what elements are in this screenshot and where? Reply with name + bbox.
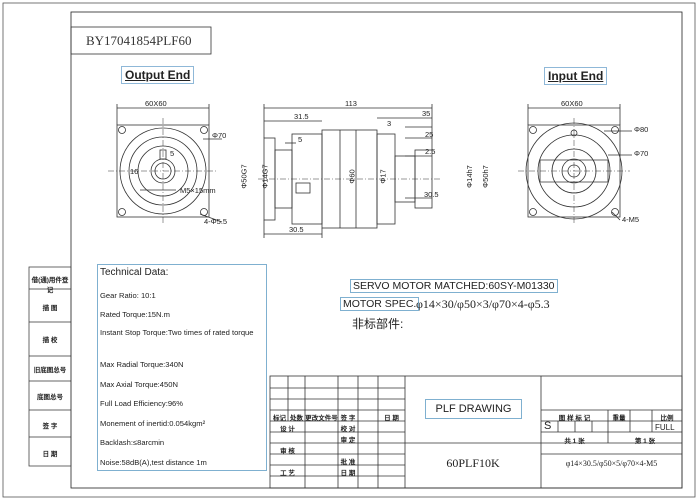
- left-label-trace: 描 图: [42, 305, 58, 312]
- model-spec: φ14×30.5/φ50×5/φ70×4-M5: [565, 459, 658, 468]
- rev-header-file: 更改文件号: [305, 415, 338, 422]
- tech-item-inertia: Monement of inertid:0.054kgm²: [100, 419, 206, 428]
- output-end-title: Output End: [121, 66, 195, 84]
- non-standard-note: 非标部件:: [352, 317, 404, 331]
- output-dim-width: 60X60: [145, 99, 167, 108]
- left-label-date: 日 期: [42, 451, 58, 458]
- input-end-title: Input End: [544, 67, 608, 85]
- side-dim-d14h7: Φ14h7: [464, 165, 474, 188]
- tech-item-noise: Noise:58dB(A),test distance 1m: [100, 458, 207, 467]
- output-dim-pcd: Φ70: [212, 131, 227, 140]
- side-dim-2-5: 2.5: [425, 147, 436, 156]
- role-date: 日 期: [340, 470, 356, 477]
- role-process: 工 艺: [280, 470, 295, 477]
- input-end-view: [518, 104, 632, 225]
- output-end-view: [108, 104, 223, 225]
- role-approve: 审 定: [340, 437, 356, 444]
- side-dim-d14g7: Φ14G7: [260, 164, 270, 189]
- tech-item-backlash: Backlash:≤8arcmin: [100, 438, 165, 447]
- left-label-borrowed: 借(通)用件登记: [31, 277, 69, 294]
- side-dim-d17: Φ17: [378, 169, 388, 184]
- side-dim-5: 5: [298, 135, 303, 144]
- rev-header-sign: 签 字: [340, 415, 356, 422]
- side-dim-d60: Φ60: [347, 169, 357, 184]
- scale-header: 比例: [660, 415, 674, 422]
- tech-item-gear-ratio: Gear Ratio: 10:1: [100, 291, 156, 300]
- motor-spec-label: MOTOR SPEC.: [340, 297, 420, 311]
- input-dim-m5: 4-M5: [622, 215, 640, 224]
- role-design: 设 计: [280, 426, 295, 433]
- tech-item-stop-torque: Instant Stop Torque:Two times of rated t…: [100, 328, 254, 337]
- side-dim-35: 35: [422, 109, 431, 118]
- side-dim-25: 25: [425, 130, 434, 139]
- role-review: 审 核: [280, 448, 295, 455]
- role-ratify: 批 准: [340, 459, 356, 466]
- input-dim-d80: Φ80: [634, 125, 649, 134]
- stage-mark: S: [544, 420, 552, 432]
- left-label-check: 描 校: [42, 337, 58, 344]
- output-dim-m5: M5×15mm: [180, 186, 216, 195]
- role-proofread: 校 对: [340, 426, 356, 433]
- input-dim-d70: Φ70: [634, 149, 649, 158]
- side-dim-3: 3: [387, 119, 392, 128]
- model-number: 60PLF10K: [446, 456, 500, 470]
- input-dim-width: 60X60: [561, 99, 583, 108]
- output-dim-5: 5: [170, 149, 175, 158]
- rev-header-count: 处数: [290, 415, 303, 422]
- tech-item-axial: Max Axial Torque:450N: [100, 380, 178, 389]
- left-label-base: 底图总号: [37, 394, 63, 401]
- side-dim-d50g7: Φ50G7: [239, 164, 249, 189]
- technical-data-title: Technical Data:: [100, 267, 169, 278]
- title-block-grid: [269, 375, 683, 489]
- servo-motor-matched: SERVO MOTOR MATCHED:60SY-M01330: [350, 279, 558, 293]
- side-view: [258, 104, 440, 238]
- drawing-id: BY17041854PLF60: [86, 33, 192, 48]
- side-dim-30-5-left: 30.5: [289, 225, 304, 234]
- side-dim-31-5: 31.5: [294, 112, 309, 121]
- left-label-old-base: 旧底图总号: [33, 367, 67, 374]
- tech-item-rated-torque: Rated Torque:15N.m: [100, 310, 170, 319]
- tech-item-efficiency: Full Load Efficiency:96%: [100, 399, 184, 408]
- side-dim-113: 113: [345, 99, 357, 108]
- sheet-number: 第 1 张: [634, 438, 656, 445]
- technical-data-box: Technical Data: Gear Ratio: 10:1 Rated T…: [97, 264, 267, 471]
- motor-spec-value: φ14×30/φ50×3/φ70×4-φ5.3: [416, 297, 550, 311]
- left-label-sign: 签 字: [42, 423, 58, 430]
- output-dim-16: 16: [130, 167, 139, 176]
- output-dim-holes: 4-Φ5.5: [204, 217, 228, 226]
- side-dim-d50h7: Φ50h7: [480, 165, 490, 188]
- side-dim-30-5-right: 30.5: [424, 190, 439, 199]
- rev-header-date: 日 期: [384, 415, 399, 422]
- rev-header-mark: 标记: [273, 415, 286, 422]
- weight-header: 重量: [612, 415, 626, 422]
- sheets-total: 共 1 张: [564, 438, 585, 445]
- stage-mark-header: 图 样 标 记: [558, 415, 591, 422]
- scale-value: FULL: [655, 423, 675, 432]
- drawing-name: PLF DRAWING: [425, 399, 522, 419]
- tech-item-radial: Max Radial Torque:340N: [100, 360, 184, 369]
